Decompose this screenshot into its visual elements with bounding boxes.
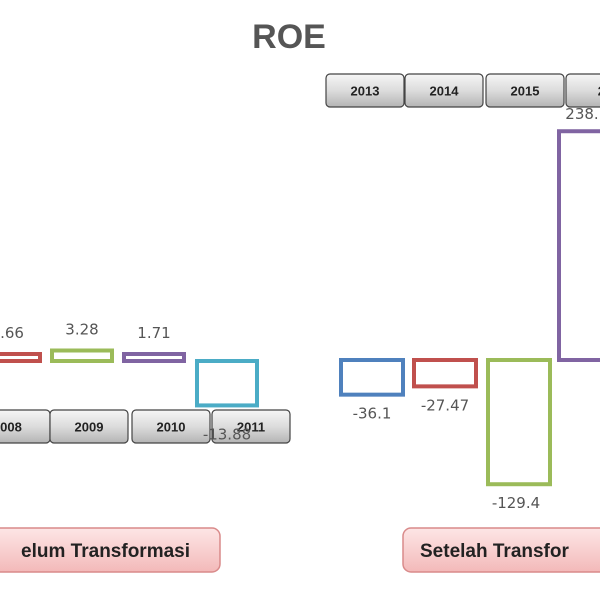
bar-1-0 bbox=[339, 358, 405, 397]
panel-button-label-1: Setelah Transfor bbox=[420, 541, 569, 562]
tabs-layer: 008 2009 2010 2011 2013 2014 2015 20 bbox=[0, 73, 600, 444]
bar-0-1 bbox=[50, 348, 114, 363]
panel-button-1[interactable]: Setelah Transfor bbox=[402, 527, 600, 573]
bars-layer bbox=[0, 129, 600, 487]
bar-0-3 bbox=[195, 359, 259, 408]
value-labels-layer: .66 3.28 1.71 -13.88 -36.1 -27.47 -129.4 238. bbox=[0, 105, 599, 512]
value-label-1-1: -27.47 bbox=[421, 396, 469, 414]
category-label-1-0: 2013 bbox=[351, 84, 380, 99]
bar-1-2 bbox=[486, 358, 552, 487]
category-label-1-3: 20 bbox=[598, 84, 600, 99]
category-tab-0-3: 2011 bbox=[211, 409, 291, 444]
category-label-1-2: 2015 bbox=[511, 84, 540, 99]
bar-1-1 bbox=[412, 358, 478, 389]
bar-0-2 bbox=[122, 352, 186, 363]
panel-button-label-0: elum Transformasi bbox=[21, 541, 190, 562]
category-tab-1-3: 20 bbox=[565, 73, 600, 108]
panel-button-0[interactable]: elum Transformasi bbox=[0, 527, 221, 573]
category-tab-0-0: 008 bbox=[0, 409, 51, 444]
value-label-1-0: -36.1 bbox=[353, 405, 392, 423]
category-label-0-0: 008 bbox=[0, 420, 22, 435]
value-label-0-2: 1.71 bbox=[137, 324, 170, 342]
category-label-1-1: 2014 bbox=[430, 84, 460, 99]
category-label-0-2: 2010 bbox=[157, 420, 186, 435]
category-label-0-3: 2011 bbox=[237, 420, 265, 435]
category-tab-0-2: 2010 bbox=[131, 409, 211, 444]
value-label-0-0: .66 bbox=[0, 324, 24, 342]
value-label-1-3: 238. bbox=[565, 105, 598, 123]
bar-1-3 bbox=[557, 129, 600, 362]
value-label-1-2: -129.4 bbox=[492, 494, 540, 512]
value-label-0-1: 3.28 bbox=[65, 321, 98, 339]
value-label-0-3: -13.88 bbox=[203, 425, 251, 443]
category-tab-1-0: 2013 bbox=[325, 73, 405, 108]
chart-title: ROE bbox=[252, 18, 326, 56]
category-tab-0-1: 2009 bbox=[49, 409, 129, 444]
category-label-0-1: 2009 bbox=[75, 420, 104, 435]
buttons-layer: elum Transformasi Setelah Transfor bbox=[0, 527, 600, 573]
category-tab-1-2: 2015 bbox=[485, 73, 565, 108]
category-tab-1-1: 2014 bbox=[404, 73, 484, 108]
bar-0-0 bbox=[0, 352, 42, 363]
